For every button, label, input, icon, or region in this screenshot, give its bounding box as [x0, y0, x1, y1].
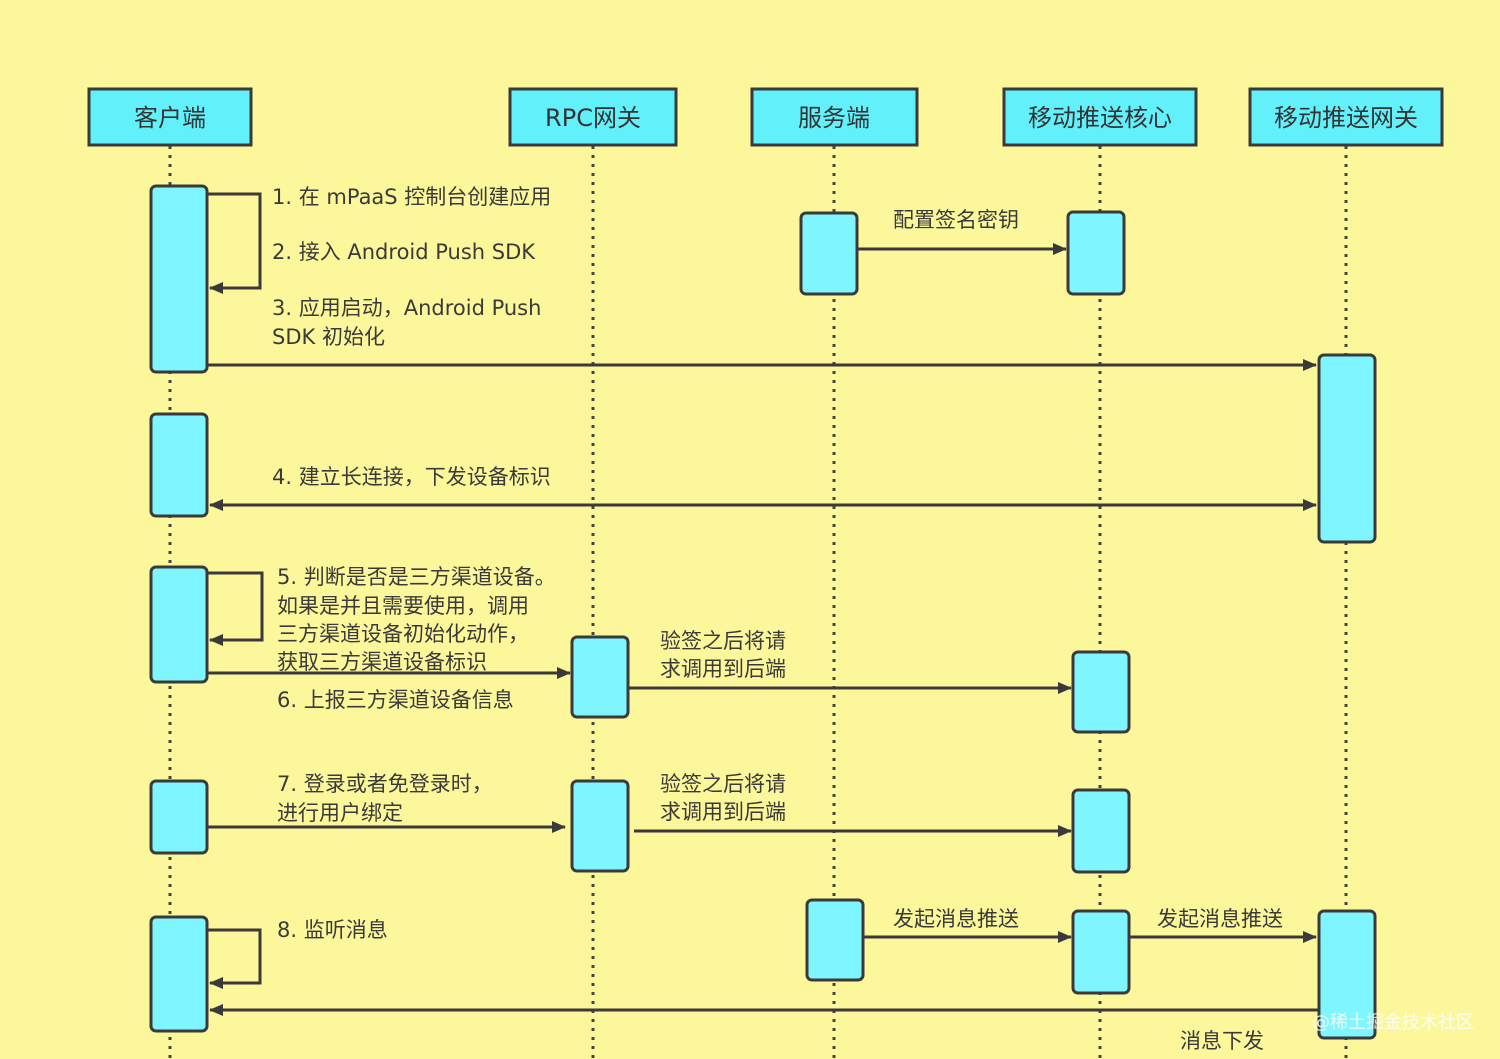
activation-rpc-2: [570, 779, 630, 873]
activation-server-1: [799, 211, 859, 296]
label-step-5-line1: 5. 判断是否是三方渠道设备。: [277, 565, 556, 589]
label-step-3-line2: SDK 初始化: [272, 325, 385, 349]
label-step-5-line4: 获取三方渠道设备标识: [277, 650, 487, 674]
label-verify-2-line2: 求调用到后端: [660, 800, 786, 824]
actor-core-box: [1002, 87, 1198, 147]
watermark: @稀土掘金技术社区: [1312, 1012, 1474, 1033]
activation-client-1: [149, 184, 209, 374]
activation-server-2: [805, 898, 865, 982]
actor-rpc-box: [508, 87, 678, 147]
actor-client-label: 客户端: [134, 104, 206, 132]
actor-gateway-label: 移动推送网关: [1274, 104, 1418, 132]
label-push-2: 发起消息推送: [1157, 907, 1283, 931]
actor-rpc-label: RPC网关: [545, 104, 641, 132]
label-verify-1-line1: 验签之后将请: [660, 629, 786, 653]
activation-client-4: [149, 779, 209, 855]
activation-core-2: [1071, 650, 1131, 734]
actor-client-box: [87, 87, 253, 147]
activation-core-3: [1071, 788, 1131, 874]
label-step-6: 6. 上报三方渠道设备信息: [277, 688, 514, 712]
label-step-7-line1: 7. 登录或者免登录时，: [277, 772, 493, 796]
label-step-1: 1. 在 mPaaS 控制台创建应用: [272, 185, 551, 209]
label-step-8: 8. 监听消息: [277, 918, 388, 942]
actor-server-box: [750, 87, 919, 147]
activation-gateway-1: [1317, 353, 1377, 544]
activation-rpc-1: [570, 635, 630, 719]
activation-gateway-2: [1317, 909, 1377, 1040]
actor-core-label: 移动推送核心: [1028, 104, 1172, 132]
arrow-self-create: [207, 192, 262, 294]
label-step-2: 2. 接入 Android Push SDK: [272, 240, 536, 264]
label-step-5-line2: 如果是并且需要使用，调用: [277, 594, 529, 618]
arrow-self-third-party: [207, 571, 264, 646]
label-step-5-line3: 三方渠道设备初始化动作，: [277, 622, 529, 646]
label-verify-1-line2: 求调用到后端: [660, 657, 786, 681]
activation-client-2: [149, 412, 209, 518]
label-push-1: 发起消息推送: [893, 907, 1019, 931]
label-config-key: 配置签名密钥: [893, 208, 1019, 232]
label-deliver: 消息下发: [1180, 1029, 1264, 1053]
label-step-4: 4. 建立长连接，下发设备标识: [272, 465, 551, 489]
actor-gateway-box: [1248, 87, 1444, 147]
label-step-3-line1: 3. 应用启动，Android Push: [272, 296, 541, 320]
activation-client-5: [149, 915, 209, 1033]
arrow-self-listen: [207, 928, 262, 989]
label-step-7-line2: 进行用户绑定: [277, 801, 403, 825]
actor-server-label: 服务端: [798, 104, 870, 132]
activation-core-4: [1071, 909, 1131, 995]
label-verify-2-line1: 验签之后将请: [660, 772, 786, 796]
activation-client-3: [149, 565, 209, 684]
activation-core-1: [1066, 210, 1126, 296]
